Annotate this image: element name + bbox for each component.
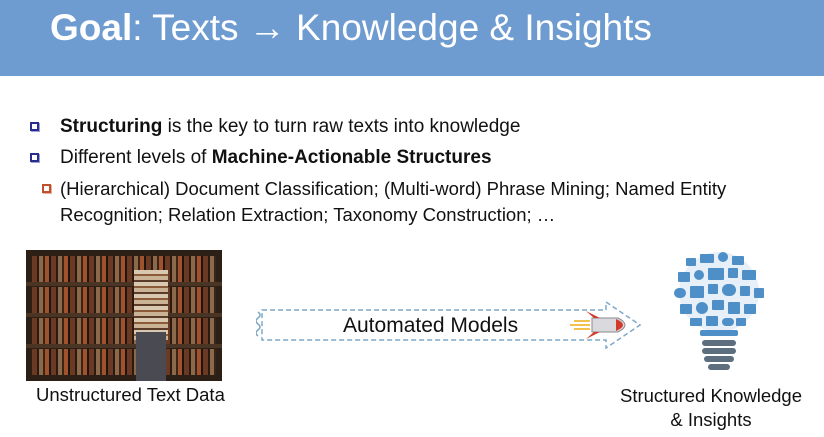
bullet-bold: Structuring [60, 116, 163, 137]
right-caption-line1: Structured Knowledge [619, 385, 803, 406]
square-bullet-icon [30, 122, 39, 131]
bullet-prefix: Different levels of [60, 147, 212, 168]
right-caption: Structured Knowledge & Insights [600, 384, 822, 432]
title-bold: Goal [50, 7, 133, 48]
rocket-icon [570, 311, 626, 339]
lightbulb-icon [674, 252, 764, 370]
person-with-books [134, 270, 168, 381]
bullet-item: Different levels of Machine-Actionable S… [30, 145, 820, 176]
process-arrow [256, 300, 642, 350]
sub-bullet-text: (Hierarchical) Document Classification; … [60, 178, 727, 225]
bullet-list: Structuring is the key to turn raw texts… [30, 114, 820, 228]
square-bullet-icon [42, 184, 51, 193]
slide-title: Goal: Texts → Knowledge & Insights [50, 4, 652, 52]
sub-bullet-item: (Hierarchical) Document Classification; … [30, 176, 820, 228]
right-caption-line2: & Insights [670, 409, 752, 430]
bullet-item: Structuring is the key to turn raw texts… [30, 114, 820, 145]
library-photo [26, 250, 222, 381]
title-bar: Goal: Texts → Knowledge & Insights [0, 0, 824, 76]
title-rest: : Texts → Knowledge & Insights [132, 7, 652, 48]
bullet-text: is the key to turn raw texts into knowle… [162, 116, 521, 137]
arrow-label: Automated Models [343, 314, 519, 337]
left-caption: Unstructured Text Data [36, 384, 225, 405]
bullet-bold: Machine-Actionable Structures [211, 147, 492, 168]
square-bullet-icon [30, 153, 39, 162]
